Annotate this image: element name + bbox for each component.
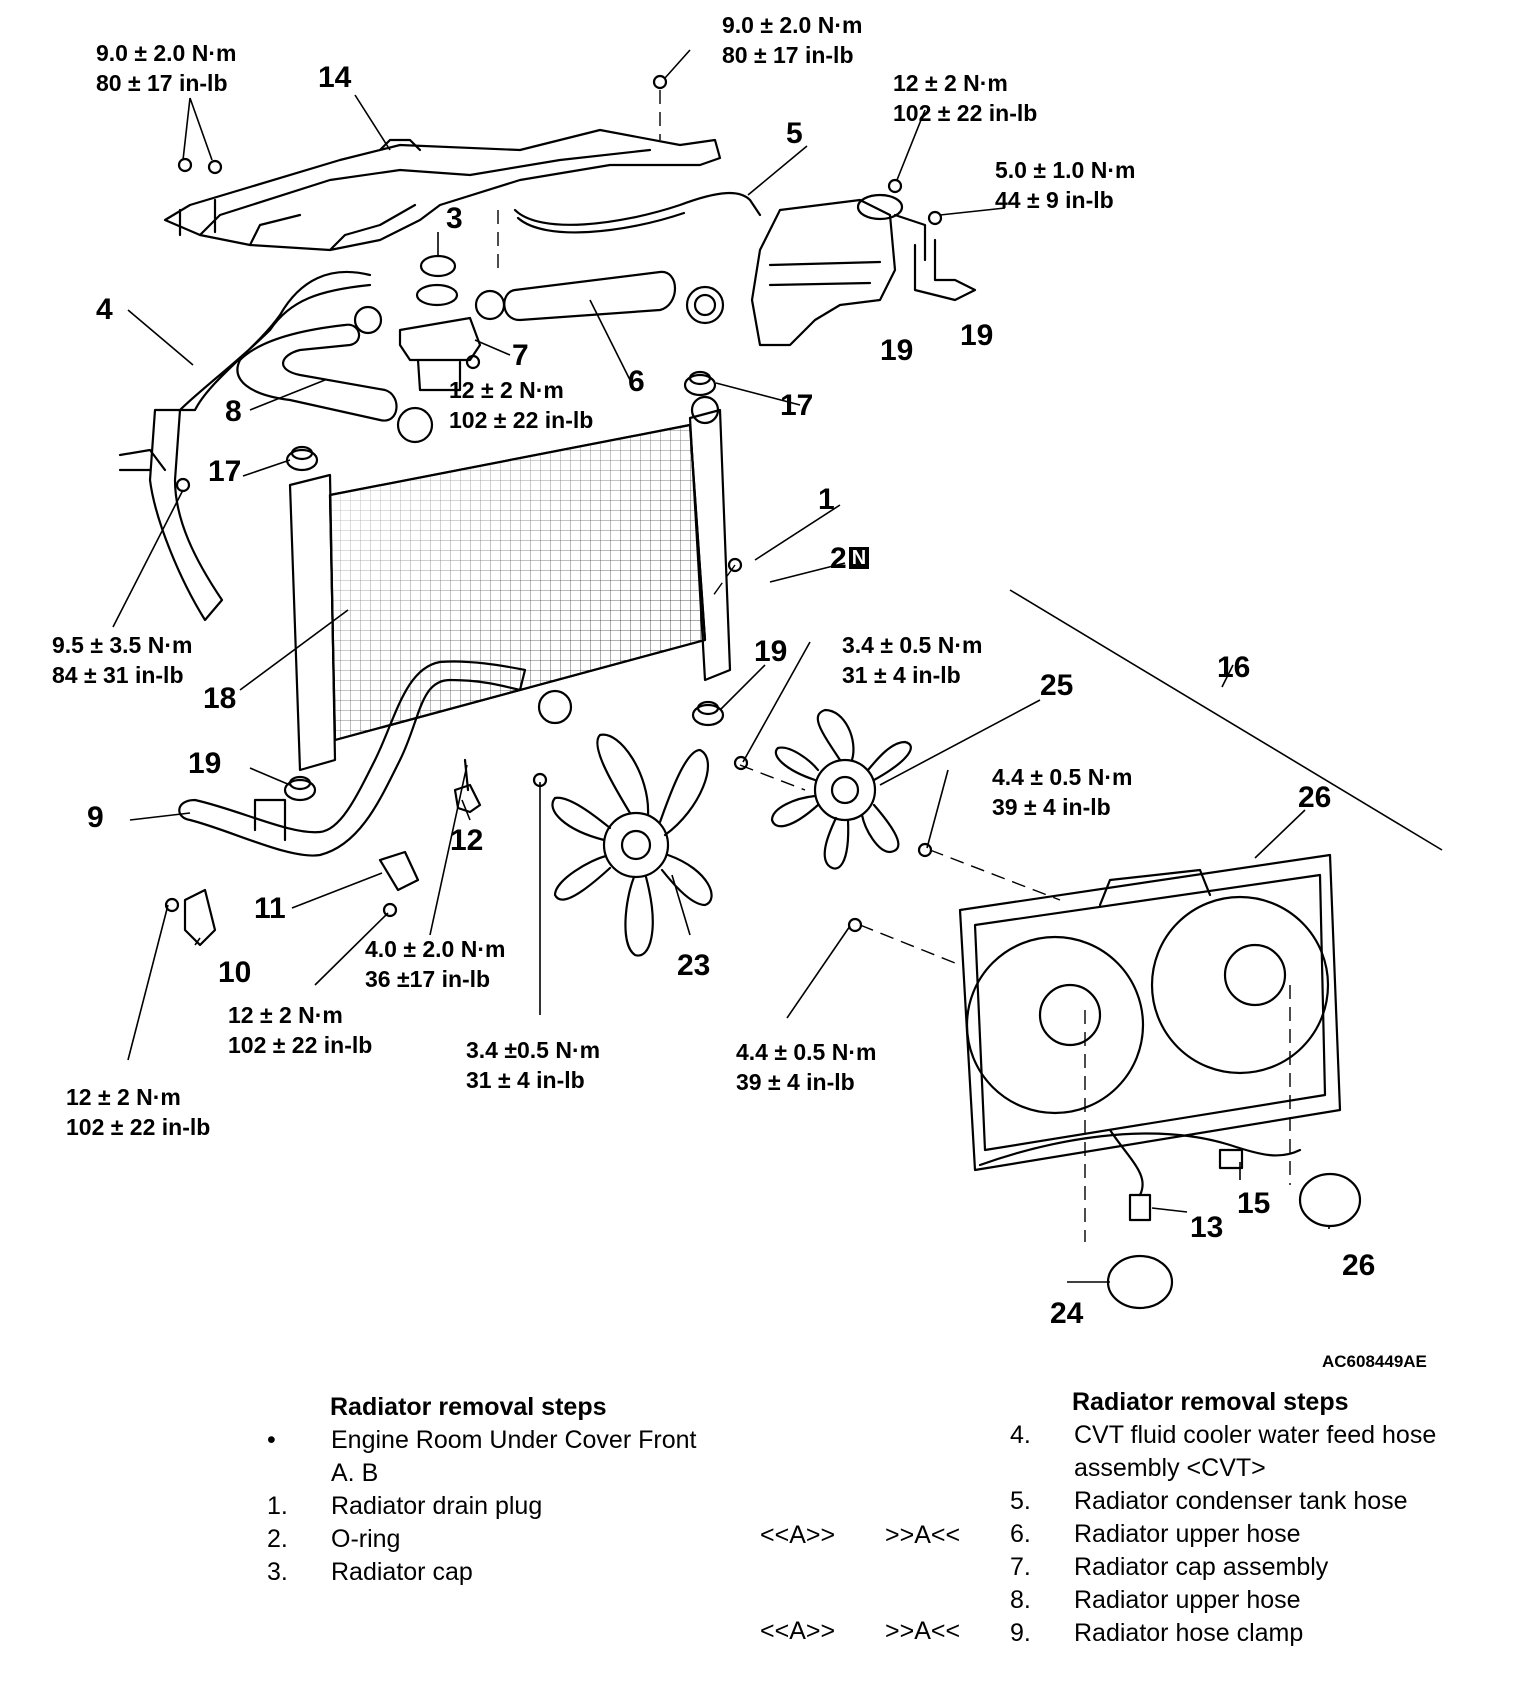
callout-4: 4 <box>96 293 113 326</box>
step-item: 8.Radiator upper hose <box>1010 1586 1301 1614</box>
exploded-view-diagram <box>112 49 1443 1310</box>
step-item: A. B <box>331 1459 379 1487</box>
fan-motor-23-part <box>1106 1254 1174 1310</box>
step-marker-right: >>A<< <box>885 1521 961 1549</box>
reserve-tank-part <box>750 193 927 347</box>
lower-hose-clamp-part <box>378 850 420 892</box>
step-item: 5.Radiator condenser tank hose <box>1010 1487 1408 1515</box>
step-marker-right: >>A<< <box>885 1617 961 1645</box>
step-item: •Engine Room Under Cover Front <box>267 1426 697 1454</box>
upper-hose-left-part <box>236 323 398 422</box>
callout-17-right: 17 <box>780 389 814 422</box>
tank-hose-part <box>513 191 762 226</box>
callout-11: 11 <box>254 892 286 925</box>
step-item: 3.Radiator cap <box>267 1558 473 1586</box>
steps-title-right: Radiator removal steps <box>1072 1388 1349 1416</box>
right-fan-part <box>770 708 912 870</box>
figure-id: AC608449AE <box>1322 1352 1427 1371</box>
cap-assembly-part <box>398 283 482 392</box>
callout-20: 19 <box>880 334 914 367</box>
step-item: 2.O-ring <box>267 1525 401 1553</box>
callout-16: 16 <box>1217 651 1251 684</box>
callout-23: 24 <box>1050 1297 1084 1330</box>
callout-3: 3 <box>446 202 463 235</box>
step-marker-left: <<A>> <box>760 1617 836 1645</box>
radiator-cap-part <box>419 254 457 278</box>
fan-shroud-part <box>958 853 1342 1172</box>
callout-13: 13 <box>1190 1211 1224 1244</box>
callout-8: 8 <box>225 395 242 428</box>
callout-21: 19 <box>960 319 994 352</box>
connector-14-part <box>1218 1148 1244 1170</box>
step-item: 7.Radiator cap assembly <box>1010 1553 1329 1581</box>
callout-12: 12 <box>450 824 484 857</box>
callout-22: 23 <box>677 949 711 982</box>
step-item: 1.Radiator drain plug <box>267 1492 543 1520</box>
callout-1: 1 <box>818 483 835 516</box>
fan-motor-25-part <box>1298 1172 1362 1228</box>
callout-9: 10 <box>218 956 252 989</box>
radiator-core-part <box>288 395 732 772</box>
cvt-hose-part <box>148 270 372 622</box>
step-marker-left: <<A>> <box>760 1521 836 1549</box>
left-fan-part <box>551 733 713 957</box>
callout-6: 6 <box>628 365 645 398</box>
callout-7: 7 <box>512 339 529 372</box>
connector-13-part <box>1128 1193 1152 1222</box>
tank-bracket-part <box>913 238 977 302</box>
callout-24: 25 <box>1040 669 1074 702</box>
callout-25: 26 <box>1342 1249 1376 1282</box>
callout-15: 14 <box>318 61 352 94</box>
callout-14: 15 <box>1237 1187 1271 1220</box>
upper-hose-right-part <box>503 270 676 322</box>
callout-2-number: 2 <box>830 542 847 575</box>
callout-17-left: 17 <box>208 455 242 488</box>
callout-10: 9 <box>87 801 104 834</box>
upper-cross-member-part <box>163 128 722 252</box>
callout-26: 26 <box>1298 781 1332 814</box>
step-item: 6.Radiator upper hose <box>1010 1520 1301 1548</box>
callout-5: 5 <box>786 117 803 150</box>
callout-19-right: 19 <box>754 635 788 668</box>
new-part-badge: N <box>848 547 870 569</box>
hose-clamp-part <box>183 888 217 947</box>
callout-18: 18 <box>203 682 237 715</box>
steps-title-left: Radiator removal steps <box>330 1393 607 1421</box>
callout-19-left: 19 <box>188 747 222 780</box>
step-item: 9.Radiator hose clamp <box>1010 1619 1304 1647</box>
step-item: assembly <CVT> <box>1074 1454 1266 1482</box>
step-item: 4.CVT fluid cooler water feed hose <box>1010 1421 1437 1449</box>
